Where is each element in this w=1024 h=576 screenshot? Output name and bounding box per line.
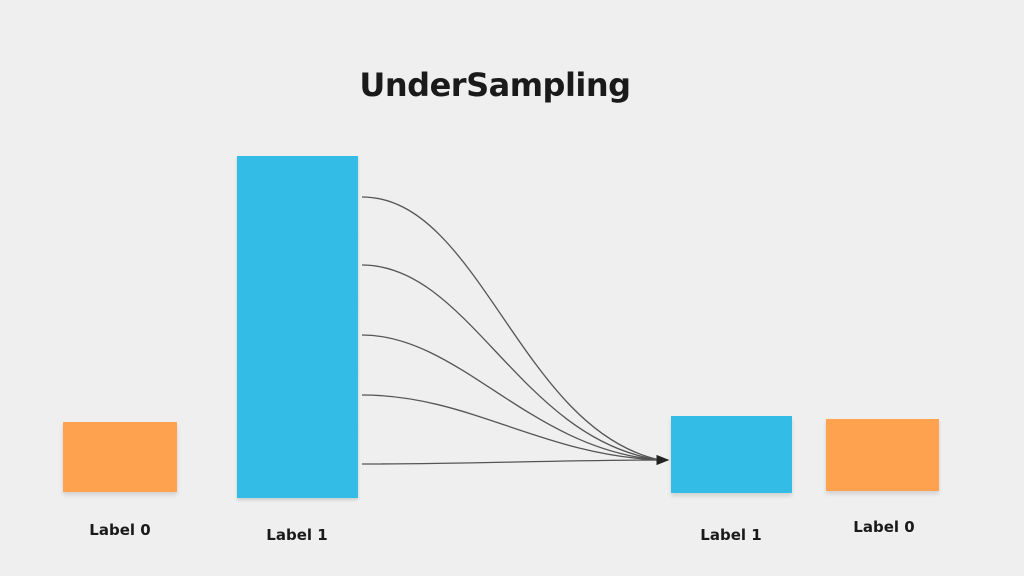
label1-note	[237, 428, 358, 498]
label1-note	[237, 232, 358, 301]
diagram-title: UnderSampling	[359, 66, 631, 104]
arrow-curve	[361, 334, 661, 461]
right-label1-note	[671, 416, 792, 493]
right-label0-text: Label 0	[853, 518, 915, 536]
left-label0-note	[63, 422, 177, 492]
arrow-curve	[361, 454, 670, 466]
left-label0-text: Label 0	[89, 521, 151, 539]
label1-note	[237, 156, 358, 233]
left-label1-text: Label 1	[266, 526, 328, 544]
arrow-curve	[361, 196, 661, 461]
left-label1-stack	[237, 156, 358, 498]
right-label0-note	[826, 419, 939, 491]
label1-note	[237, 368, 358, 429]
arrow-curve	[361, 394, 661, 461]
right-label1-text: Label 1	[700, 526, 762, 544]
arrow-curve	[361, 264, 661, 461]
